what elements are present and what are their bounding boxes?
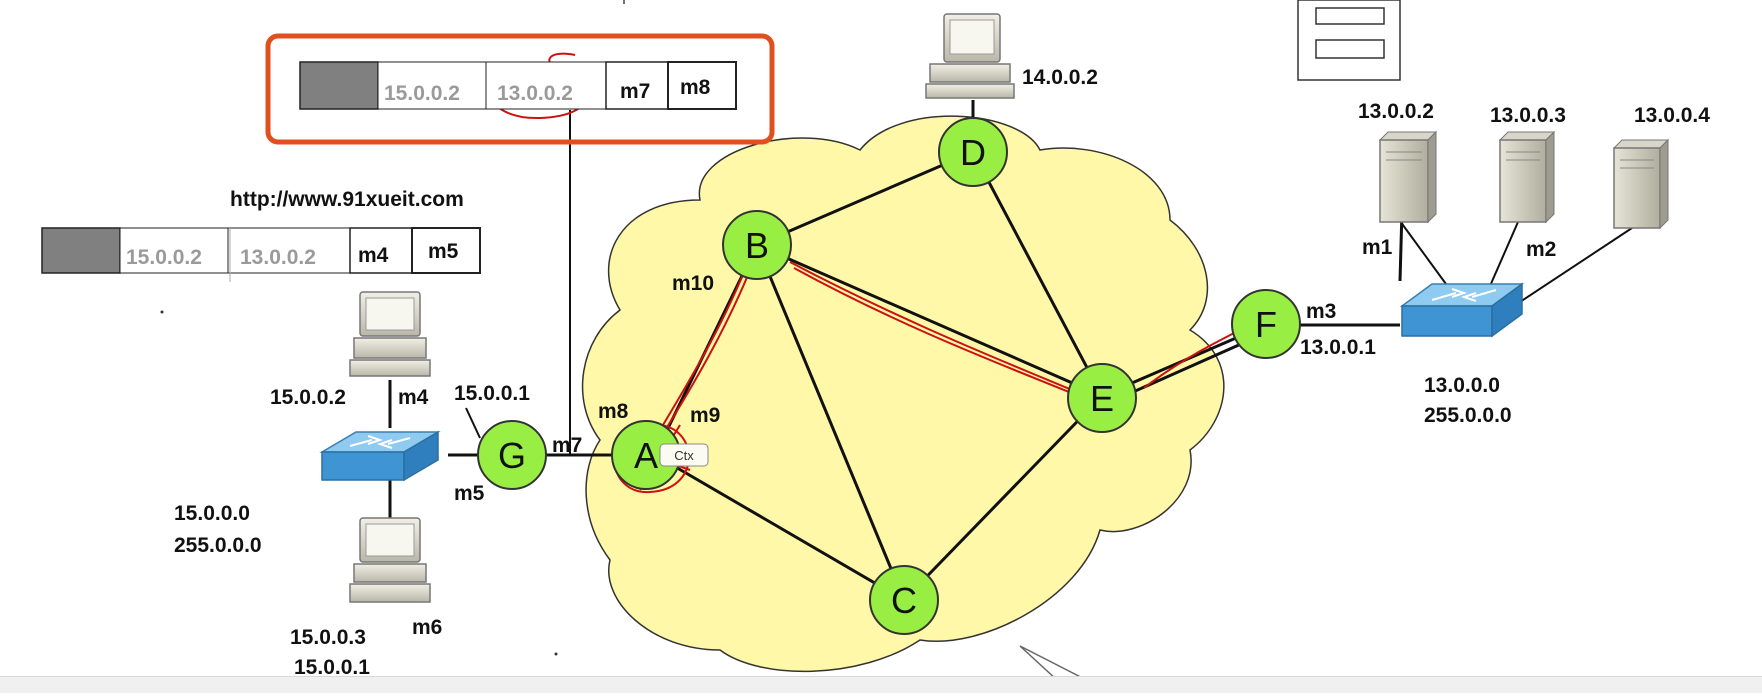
router-C[interactable]: C [869, 565, 939, 635]
highlighted-src-ip: 15.0.0.2 [384, 82, 460, 105]
pc-bottom-mac-label: m6 [412, 616, 442, 639]
server1-mac-label: m1 [1362, 236, 1393, 259]
port-b-left-label: m10 [672, 272, 714, 295]
left-mask-label: 255.0.0.0 [174, 534, 262, 557]
right-mask-label: 255.0.0.0 [1424, 404, 1512, 427]
pc-left-bottom[interactable] [349, 517, 431, 603]
router-A[interactable]: A [611, 420, 681, 490]
router-B[interactable]: B [722, 210, 792, 280]
router-G[interactable]: G [477, 420, 547, 490]
router-G-label: G [498, 435, 526, 476]
server-13-0-0-3[interactable] [1498, 130, 1556, 224]
server-13-0-0-4[interactable] [1612, 138, 1670, 230]
router-F[interactable]: F [1231, 289, 1301, 359]
server-13-0-0-2[interactable] [1378, 130, 1438, 224]
port-a-right-label: m9 [690, 404, 720, 427]
ctx-tooltip-text: Ctx [674, 448, 694, 463]
server2-mac-label: m2 [1526, 238, 1556, 261]
router-F-label: F [1255, 304, 1277, 345]
switch-left[interactable] [319, 430, 441, 482]
ctx-tooltip: Ctx [659, 443, 709, 467]
router-D[interactable]: D [938, 117, 1008, 187]
pc-top-ip-label: 15.0.0.2 [270, 386, 346, 409]
router-E-label: E [1090, 378, 1114, 419]
port-g-a-label: m7 [552, 434, 582, 457]
pc-top-host[interactable] [925, 13, 1015, 99]
server2-ip-label: 13.0.0.3 [1490, 104, 1566, 127]
server1-ip-label: 13.0.0.2 [1358, 100, 1434, 123]
pc-top-mac-label: m4 [398, 386, 429, 409]
highlighted-dst-mac: m8 [680, 76, 711, 99]
watermark-url: http://www.91xueit.com [230, 188, 464, 211]
pc-bottom-gw-label: 15.0.0.1 [294, 656, 370, 679]
left-net-label: 15.0.0.0 [174, 502, 250, 525]
bottom-bar [0, 676, 1762, 693]
top-host-ip-label: 14.0.0.2 [1022, 66, 1098, 89]
highlighted-frame: 15.0.0.2 13.0.0.2 m7 m8 [265, 33, 775, 145]
switch-right[interactable] [1399, 282, 1525, 338]
highlighted-dst-ip: 13.0.0.2 [497, 82, 573, 105]
server3-ip-label: 13.0.0.4 [1634, 104, 1710, 127]
pc-left-top[interactable] [349, 291, 431, 377]
port-f-label: m3 [1306, 300, 1336, 323]
highlighted-src-mac: m7 [620, 80, 650, 103]
router-D-label: D [960, 132, 986, 173]
right-net-label: 13.0.0.0 [1424, 374, 1500, 397]
router-E[interactable]: E [1067, 363, 1137, 433]
frame-left: 15.0.0.2 13.0.0.2 m4 m5 [41, 227, 481, 282]
port-f-ip-label: 13.0.0.1 [1300, 336, 1376, 359]
router-B-label: B [745, 225, 769, 266]
switch-port-mac-label: m5 [454, 482, 485, 505]
document-icon [1297, 0, 1401, 81]
pc-bottom-ip-label: 15.0.0.3 [290, 626, 366, 649]
router-C-label: C [891, 580, 917, 621]
frame-src-mac: m4 [358, 244, 389, 267]
frame-src-ip: 15.0.0.2 [126, 246, 202, 269]
frame-dst-mac: m5 [428, 240, 459, 263]
port-a-upper-label: m8 [598, 400, 629, 423]
gateway-ip-label: 15.0.0.1 [454, 382, 530, 405]
frame-dst-ip: 13.0.0.2 [240, 246, 316, 269]
router-A-label: A [634, 435, 658, 476]
